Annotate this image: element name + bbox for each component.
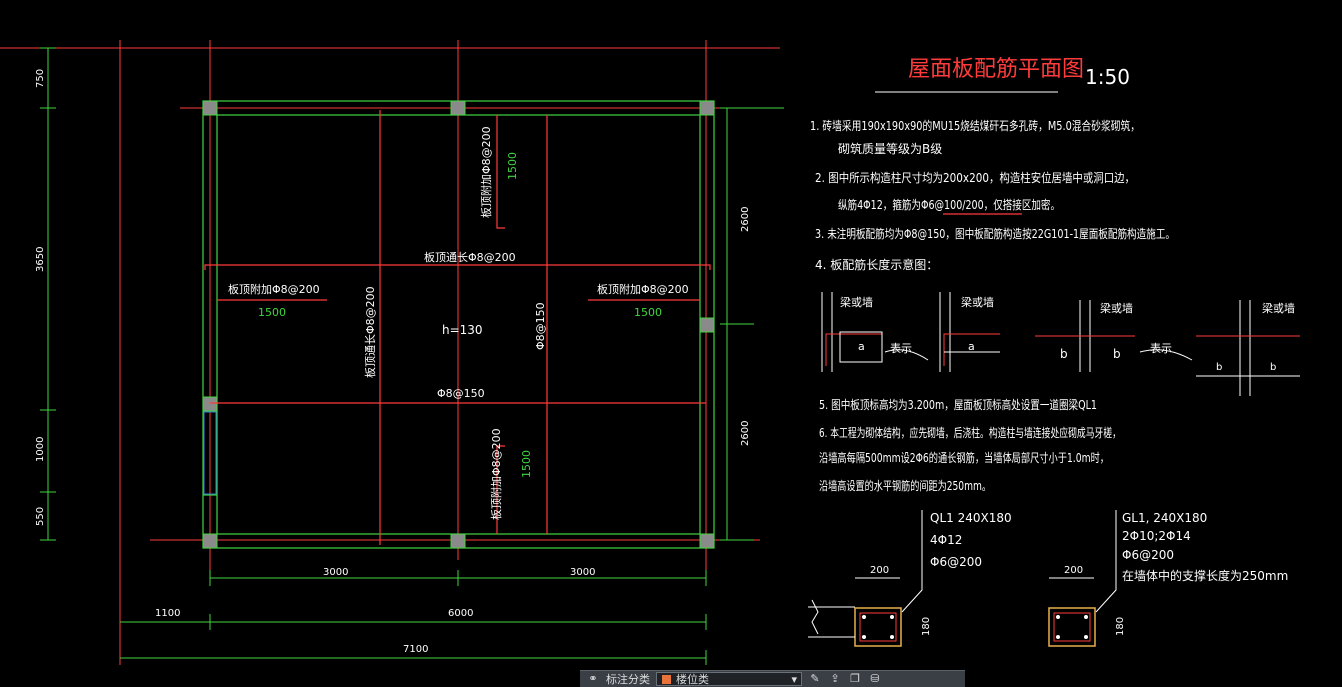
note-line: 砌筑质量等级为B级 (838, 141, 942, 156)
left-bar-length: 1500 (258, 306, 286, 319)
dim-bottom-mid-2: 6000 (448, 608, 473, 619)
dim-bottom-total: 7100 (403, 644, 428, 655)
note-line: 纵筋4Φ12，箍筋为Φ6@100/200，仅搭接区加密。 (838, 197, 1060, 212)
right-bar-label: 板顶附加Φ8@200 (597, 282, 689, 296)
note-line: 1. 砖墙采用190x190x90的MU15烧结煤矸石多孔砖，M5.0混合砂浆砌… (810, 118, 1140, 133)
note-line: 4. 板配筋长度示意图： (815, 257, 938, 272)
chevron-down-icon: ▾ (791, 672, 797, 686)
express-label: 表示 (1150, 341, 1172, 355)
section-ql1: QL1 240X180 4Φ12 Φ6@200 200 180 (808, 510, 1012, 647)
column (699, 533, 715, 549)
dim-left-4: 550 (35, 507, 46, 526)
dim-right-1: 2600 (740, 207, 751, 232)
drawing-title: 屋面板配筋平面图 (908, 57, 1084, 82)
section-stirrup: Φ6@200 (1122, 548, 1174, 562)
section-width: 200 (1064, 565, 1083, 576)
dimension-texts: 750 3650 1000 550 2600 2600 3000 3000 11… (35, 69, 751, 655)
bottom-bar-length: 1500 (520, 450, 533, 478)
column (450, 533, 466, 549)
opening (203, 411, 217, 495)
dim-right-2: 2600 (740, 421, 751, 446)
database-icon[interactable]: ⛁ (870, 672, 880, 685)
b-label: b (1270, 362, 1276, 373)
columns (202, 100, 715, 549)
note-line: 5. 图中板顶标高均为3.200m，屋面板顶标高处设置一道圈梁QL1 (819, 397, 1097, 412)
section-stirrup: Φ6@200 (930, 555, 982, 569)
b-label: b (1216, 362, 1222, 373)
section-height: 180 (921, 617, 932, 636)
a-label: a (858, 340, 865, 353)
dim-left-3: 1000 (35, 437, 46, 462)
column (202, 396, 218, 412)
express-label: 表示 (890, 341, 912, 355)
section-rebar: 2Φ10;2Φ14 (1122, 529, 1191, 543)
a-label: a (968, 340, 975, 353)
notes: 1. 砖墙采用190x190x90的MU15烧结煤矸石多孔砖，M5.0混合砂浆砌… (810, 118, 1175, 493)
slab-annotations: 板顶附加Φ8@200 1500 板顶附加Φ8@200 1500 板顶附加Φ8@2… (228, 126, 689, 520)
dimension-lines (40, 47, 784, 665)
rebars (204, 110, 711, 545)
b-label: b (1113, 347, 1121, 361)
section-gl1: GL1, 240X180 2Φ10;2Φ14 Φ6@200 在墙体中的支撑长度为… (1048, 510, 1288, 647)
length-legend (821, 292, 1300, 396)
dim-bottom-mid-1: 1100 (155, 608, 180, 619)
upload-icon[interactable]: ⇪ (830, 672, 840, 685)
slab-thickness: h=130 (442, 323, 483, 337)
section-name: GL1, 240X180 (1122, 511, 1207, 525)
layer-select[interactable]: 楼位类 ▾ (656, 672, 802, 686)
section-height: 180 (1115, 617, 1126, 636)
b-label: b (1060, 347, 1068, 361)
edit-icon[interactable]: ✎ (810, 672, 820, 685)
beam-wall-label: 梁或墙 (1262, 301, 1295, 315)
through-v-label: 板顶通长Φ8@200 (363, 286, 377, 378)
section-rebar: 4Φ12 (930, 533, 962, 547)
copy-icon[interactable]: ❐ (850, 672, 860, 685)
bottom-bar-label: 板顶附加Φ8@200 (489, 428, 503, 520)
right-bar-length: 1500 (634, 306, 662, 319)
top-bar-length: 1500 (506, 152, 519, 180)
beam-wall-label: 梁或墙 (961, 295, 994, 309)
note-line: 沿墙高每隔500mm设2Φ6的通长钢筋，当墙体局部尺寸小于1.0m时， (819, 450, 1109, 465)
note-line: 6. 本工程为砌体结构，应先砌墙，后浇柱。构造柱与墙连接处应砌成马牙槎， (819, 425, 1121, 440)
note-line: 2. 图中所示构造柱尺寸均为200x200，构造柱安位居墙中或洞口边， (815, 170, 1135, 185)
bottom-h-label: Φ8@150 (437, 387, 485, 400)
column (450, 100, 466, 116)
column (202, 533, 218, 549)
length-legend-labels: 梁或墙 a 表示 梁或墙 a 梁或墙 b b 表示 梁或墙 b b (840, 295, 1295, 373)
drawing-scale: 1:50 (1085, 65, 1130, 89)
dim-bottom-inner-2: 3000 (570, 567, 595, 578)
section-note: 在墙体中的支撑长度为250mm (1122, 568, 1288, 583)
note-line: 3. 未注明板配筋均为Φ8@150，图中板配筋构造按22G101-1屋面板配筋构… (815, 226, 1175, 241)
layer-name: 楼位类 (676, 673, 709, 686)
layers-icon[interactable]: ⚭ (588, 672, 598, 685)
column (699, 100, 715, 116)
note-line: 沿墙高设置的水平钢筋的间距为250mm。 (819, 478, 991, 493)
dim-bottom-inner-1: 3000 (323, 567, 348, 578)
dim-left-1: 750 (35, 69, 46, 88)
section-width: 200 (870, 565, 889, 576)
top-bar-label: 板顶附加Φ8@200 (479, 126, 493, 218)
column (202, 100, 218, 116)
layer-color-swatch (661, 673, 672, 685)
section-name: QL1 240X180 (930, 511, 1012, 525)
beam-wall-label: 梁或墙 (840, 295, 873, 309)
toolbar-label: 标注分类 (606, 673, 650, 686)
left-bar-label: 板顶附加Φ8@200 (228, 282, 320, 296)
axis-lines (0, 40, 780, 665)
dim-left-2: 3650 (35, 247, 46, 272)
through-h-label: 板顶通长Φ8@200 (424, 250, 516, 264)
column (699, 317, 715, 333)
beam-wall-label: 梁或墙 (1100, 301, 1133, 315)
bottom-v-label: Φ8@150 (534, 302, 547, 350)
annotation-toolbar: ⚭ 标注分类 楼位类 ▾ ✎ ⇪ ❐ ⛁ (580, 670, 965, 687)
